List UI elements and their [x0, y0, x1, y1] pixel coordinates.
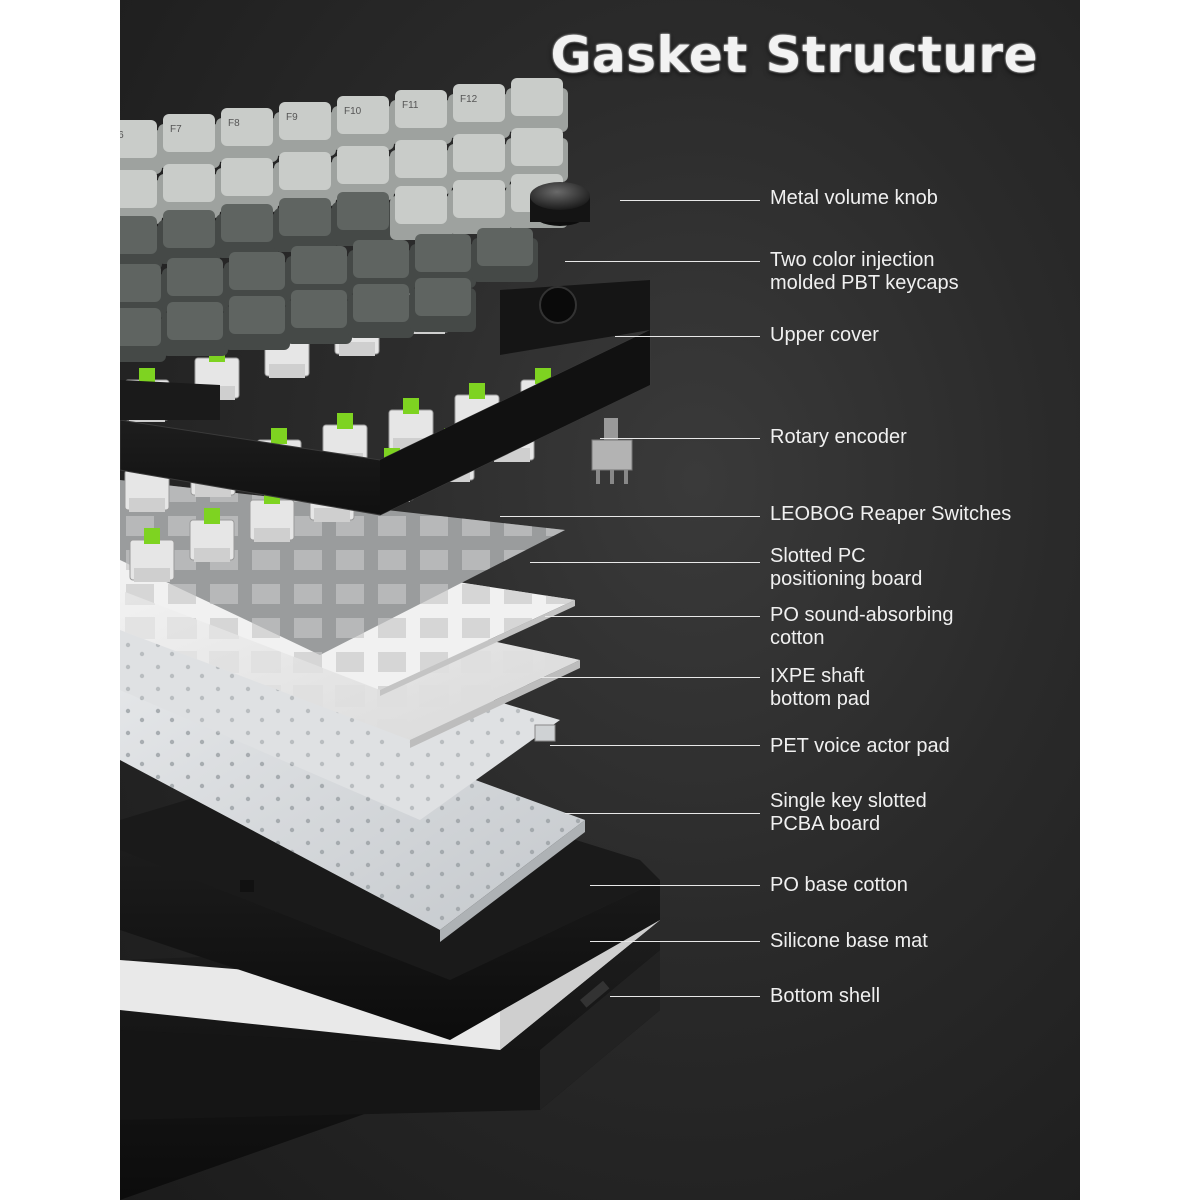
keycap [506, 78, 568, 132]
label-line: Slotted PC [770, 545, 866, 567]
keycap [472, 228, 538, 282]
label-silicone-base-mat: Silicone base mat [770, 930, 928, 953]
keycap-legend: F9 [286, 112, 298, 123]
keycap [224, 296, 290, 350]
label-line: PCBA board [770, 813, 881, 835]
keycap [158, 164, 220, 218]
label-line: IXPE shaft [770, 665, 865, 687]
keycap [286, 290, 352, 344]
label-line: molded PBT keycaps [770, 272, 959, 294]
keycap [162, 258, 228, 312]
keycap [274, 152, 336, 206]
keycap-cluster: F6 F7 F8 F9 F10 F11 F12 [120, 78, 568, 362]
keycap [162, 302, 228, 356]
diagram-title: Gasket Structure [550, 26, 1038, 84]
keycap [120, 216, 162, 270]
keycap [216, 158, 278, 212]
leader-line [540, 677, 760, 678]
label-rotary-encoder: Rotary encoder [770, 426, 907, 449]
label-metal-volume-knob: Metal volume knob [770, 187, 938, 210]
label-line: PO sound-absorbing [770, 604, 954, 626]
keycap [448, 180, 510, 234]
keycap [120, 308, 166, 362]
switch [129, 528, 175, 582]
keycap [348, 240, 414, 294]
keycap [158, 210, 220, 264]
keycap [348, 284, 414, 338]
keycap: F9 [274, 102, 336, 156]
keycap: F10 [332, 96, 394, 150]
leader-line [545, 616, 760, 617]
label-line: Upper cover [770, 324, 879, 346]
keycap [390, 140, 452, 194]
label-bottom-shell: Bottom shell [770, 985, 880, 1008]
exploded-keyboard-diagram: F6 F7 F8 F9 F10 F11 F12 [120, 78, 660, 1200]
keycap-legend: F10 [344, 106, 362, 117]
label-line: cotton [770, 627, 825, 649]
leader-line [590, 941, 760, 942]
keycap [506, 128, 568, 182]
leader-line [590, 885, 760, 886]
keycap: F6 [120, 120, 162, 174]
label-pet-voice-pad: PET voice actor pad [770, 735, 950, 758]
leader-line [530, 562, 760, 563]
keycap [390, 186, 452, 240]
label-po-base-cotton: PO base cotton [770, 874, 908, 897]
keycap [410, 278, 476, 332]
keycap [332, 192, 394, 246]
label-line: Rotary encoder [770, 426, 907, 448]
label-line: Metal volume knob [770, 187, 938, 209]
label-reaper-switches: LEOBOG Reaper Switches [770, 503, 1011, 526]
leader-line [610, 996, 760, 997]
label-line: Silicone base mat [770, 930, 928, 952]
keycap [332, 146, 394, 200]
keycap-legend: F8 [228, 118, 240, 129]
label-line: Two color injection [770, 249, 935, 271]
keycap: F11 [390, 90, 452, 144]
keycap [120, 170, 162, 224]
keycap [274, 198, 336, 252]
leader-line [615, 336, 760, 337]
leader-line [620, 200, 760, 201]
keycap [286, 246, 352, 300]
keycap [224, 252, 290, 306]
keycap-legend: F11 [402, 100, 419, 111]
keycap [410, 234, 476, 288]
label-line: positioning board [770, 568, 923, 590]
label-line: PO base cotton [770, 874, 908, 896]
keycap [120, 264, 166, 318]
rotary-encoder-part [591, 418, 633, 484]
label-line: Bottom shell [770, 985, 881, 1007]
switch [189, 508, 235, 562]
keycap-legend: F12 [460, 94, 478, 105]
keycap [448, 134, 510, 188]
leader-line [500, 516, 760, 517]
keycap-legend: F6 [120, 130, 124, 141]
leader-line [600, 438, 760, 439]
diagram-stage: F6 F7 F8 F9 F10 F11 F12 Gasket Structure Metal… [120, 0, 1080, 1200]
leader-line [550, 745, 760, 746]
keycap: F7 [158, 114, 220, 168]
keycap: F12 [448, 84, 510, 138]
label-line: Single key slotted [770, 790, 927, 812]
metal-volume-knob-part [530, 182, 590, 226]
keycap [216, 204, 278, 258]
upper-cover-layer [120, 280, 651, 516]
leader-line [565, 261, 760, 262]
label-line: bottom pad [770, 688, 871, 710]
keycap-legend: F7 [170, 124, 182, 135]
label-upper-cover: Upper cover [770, 324, 879, 347]
label-line: PET voice actor pad [770, 735, 950, 757]
label-line: LEOBOG Reaper Switches [770, 503, 1012, 525]
keycap: F8 [216, 108, 278, 162]
leader-line [565, 813, 760, 814]
